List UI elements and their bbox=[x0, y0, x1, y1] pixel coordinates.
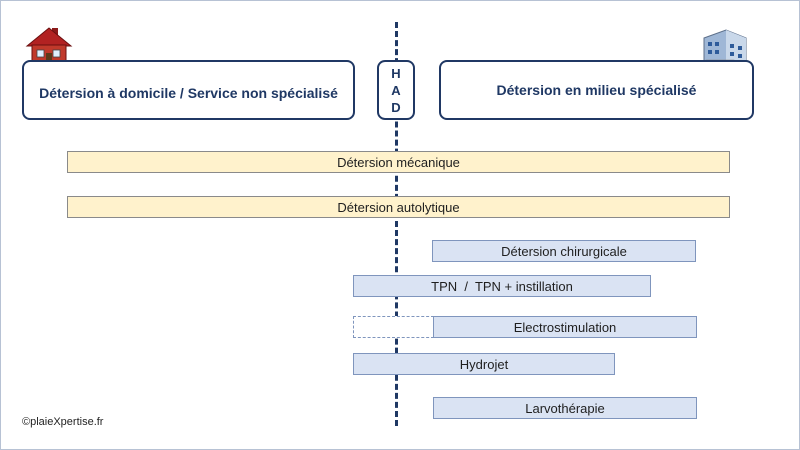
had-box: H A D bbox=[377, 60, 415, 120]
bar-detersion-chirurgicale: Détersion chirurgicale bbox=[432, 240, 696, 262]
bar-hydrojet: Hydrojet bbox=[353, 353, 615, 375]
bar-label: Larvothérapie bbox=[525, 400, 605, 416]
bar-detersion-autolytique: Détersion autolytique bbox=[67, 196, 730, 218]
had-letter-d: D bbox=[391, 99, 401, 115]
bar-tpn: TPN / TPN + instillation bbox=[353, 275, 651, 297]
bar-larvotherapie: Larvothérapie bbox=[433, 397, 697, 419]
bar-label: Hydrojet bbox=[459, 356, 509, 372]
specialized-care-header: Détersion en milieu spécialisé bbox=[439, 60, 754, 120]
bar-label: Détersion chirurgicale bbox=[501, 243, 627, 259]
had-divider-line bbox=[395, 22, 398, 426]
bar-label: Détersion autolytique bbox=[337, 199, 460, 215]
home-care-header: Détersion à domicile / Service non spéci… bbox=[22, 60, 355, 120]
bar-electrostimulation-dashed-extension bbox=[353, 316, 434, 338]
bar-label: Détersion mécanique bbox=[337, 154, 460, 170]
copyright-text: ©plaieXpertise.fr bbox=[22, 416, 104, 428]
specialized-care-label: Détersion en milieu spécialisé bbox=[496, 82, 697, 98]
bar-label: Electrostimulation bbox=[513, 319, 617, 335]
bar-electrostimulation: Electrostimulation bbox=[433, 316, 697, 338]
bar-detersion-mecanique: Détersion mécanique bbox=[67, 151, 730, 173]
had-letter-h: H bbox=[391, 65, 401, 81]
home-care-label: Détersion à domicile / Service non spéci… bbox=[39, 85, 338, 101]
had-letter-a: A bbox=[391, 82, 401, 98]
bar-label: TPN / TPN + instillation bbox=[431, 278, 573, 294]
